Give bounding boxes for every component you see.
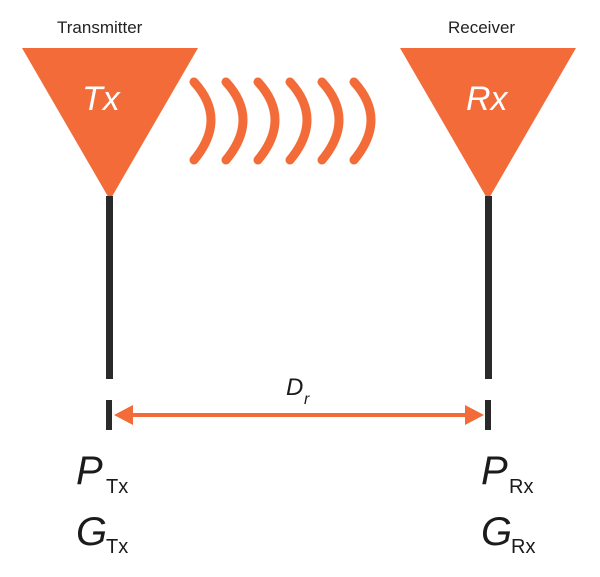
signal-wave-5	[317, 77, 344, 165]
tx-gain-symbol: G	[76, 510, 108, 554]
distance-subscript: r	[304, 391, 310, 408]
distance-right-tick	[485, 400, 491, 430]
tx-power-symbol: P	[76, 449, 103, 493]
signal-wave-6	[349, 77, 376, 165]
rx-gain-symbol: G	[481, 510, 513, 554]
rx-power-symbol: P	[481, 449, 508, 493]
signal-wave-2	[221, 77, 248, 165]
tx-gain-subscript: Tx	[106, 536, 129, 558]
signal-wave-4	[285, 77, 312, 165]
signal-wave-3	[253, 77, 280, 165]
signal-wave-1	[189, 77, 216, 165]
rx-antenna-label: Rx	[466, 80, 508, 118]
distance-symbol: D	[286, 374, 304, 401]
tx-antenna-triangle	[22, 48, 198, 200]
tx-mast	[106, 196, 113, 379]
transmitter-label: Transmitter	[57, 18, 143, 37]
tx-power-subscript: Tx	[106, 476, 129, 498]
rx-antenna-triangle	[400, 48, 576, 200]
distance-arrow-left	[114, 405, 133, 425]
signal-waves	[189, 77, 376, 165]
rx-gain-subscript: Rx	[511, 536, 536, 558]
receiver-label: Receiver	[448, 18, 516, 37]
rx-power-subscript: Rx	[509, 476, 534, 498]
rx-mast	[485, 196, 492, 379]
tx-antenna-label: Tx	[82, 80, 120, 118]
distance-arrow-right	[465, 405, 484, 425]
distance-left-tick	[106, 400, 112, 430]
